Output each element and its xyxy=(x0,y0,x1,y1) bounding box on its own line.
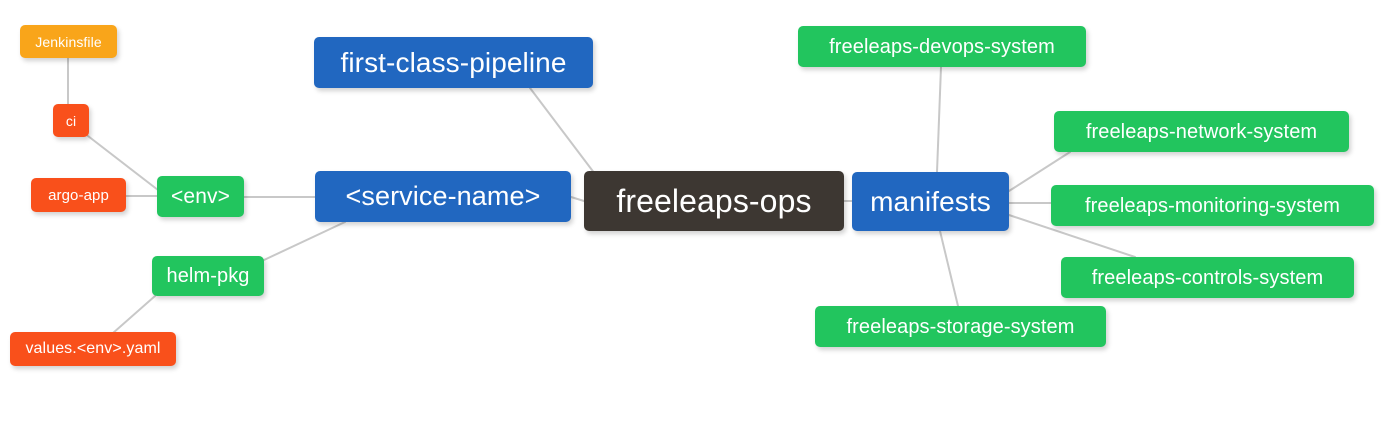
node-label: manifests xyxy=(870,185,991,217)
node-first-class-pipeline[interactable]: first-class-pipeline xyxy=(314,37,593,88)
node-label: freeleaps-network-system xyxy=(1085,120,1318,143)
node-values-env-yaml[interactable]: values.<env>.yaml xyxy=(10,332,176,366)
node-label: <env> xyxy=(171,185,230,208)
edge-ops-service xyxy=(570,196,585,202)
node-label: argo-app xyxy=(48,186,109,204)
node-argo-app[interactable]: argo-app xyxy=(31,178,126,212)
node-label: freeleaps-monitoring-system xyxy=(1084,194,1340,217)
node-label: Jenkinsfile xyxy=(35,33,102,50)
edge-manifests-devops xyxy=(936,66,942,173)
node-freeleaps-devops-system[interactable]: freeleaps-devops-system xyxy=(798,26,1086,67)
node-freeleaps-controls-system[interactable]: freeleaps-controls-system xyxy=(1061,257,1354,298)
edge-ops-pipeline xyxy=(529,87,599,179)
node-label: first-class-pipeline xyxy=(340,46,567,78)
node-label: freeleaps-storage-system xyxy=(846,315,1075,338)
node-service-name[interactable]: <service-name> xyxy=(315,171,571,222)
edge-manifests-storage xyxy=(939,230,959,307)
node-manifests[interactable]: manifests xyxy=(852,172,1009,231)
node-helm-pkg[interactable]: helm-pkg xyxy=(152,256,264,296)
node-label: helm-pkg xyxy=(166,265,250,287)
node-jenkinsfile[interactable]: Jenkinsfile xyxy=(20,25,117,58)
node-label: freeleaps-ops xyxy=(616,183,812,219)
node-ci[interactable]: ci xyxy=(53,104,89,137)
node-label: freeleaps-controls-system xyxy=(1091,266,1324,289)
node-freeleaps-network-system[interactable]: freeleaps-network-system xyxy=(1054,111,1349,152)
node-label: <service-name> xyxy=(345,181,541,211)
node-label: values.<env>.yaml xyxy=(25,340,161,357)
node-freeleaps-ops[interactable]: freeleaps-ops xyxy=(584,171,844,231)
node-label: freeleaps-devops-system xyxy=(829,35,1055,58)
edge-helm-values xyxy=(112,295,156,334)
edge-service-helm xyxy=(263,221,346,261)
node-freeleaps-monitoring-system[interactable]: freeleaps-monitoring-system xyxy=(1051,185,1374,226)
node-env[interactable]: <env> xyxy=(157,176,244,217)
node-freeleaps-storage-system[interactable]: freeleaps-storage-system xyxy=(815,306,1106,347)
node-label: ci xyxy=(65,112,77,129)
